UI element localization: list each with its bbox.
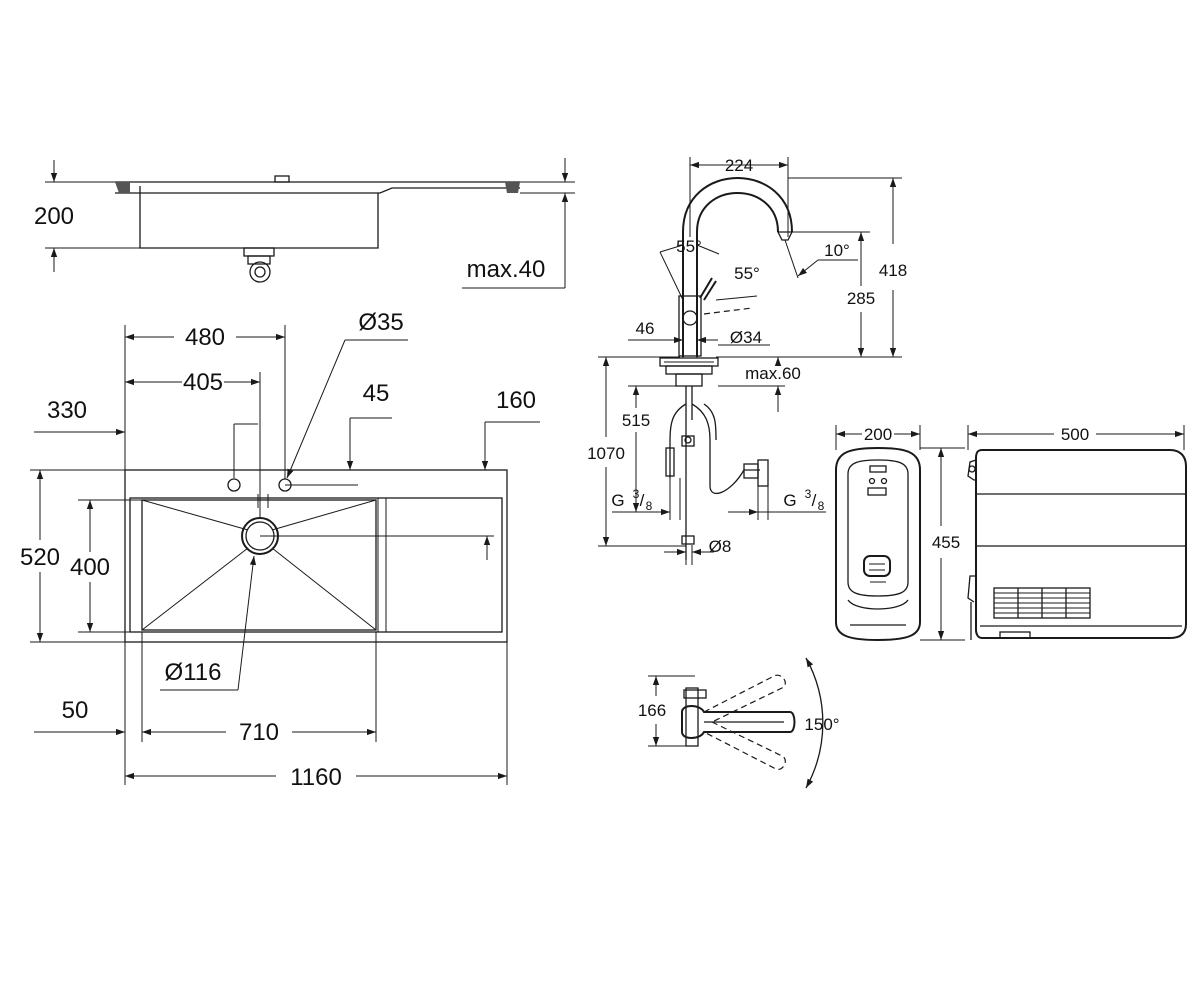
front-margin-label: 50 <box>62 697 89 724</box>
thread-right-num: 3 <box>805 487 812 501</box>
boiler-depth-label: 500 <box>1061 425 1089 444</box>
sink-depth-label: 200 <box>34 203 74 230</box>
thread-left-label: G <box>611 491 624 510</box>
lever-offset-label: 166 <box>638 701 666 720</box>
bowl-depth-label: 400 <box>70 554 110 581</box>
tap-hole-diameter-label: Ø35 <box>358 309 403 336</box>
thread-left-slash: / <box>640 491 645 510</box>
boiler-front-view: 200 455 <box>835 425 965 642</box>
boiler-side-body <box>967 449 1187 640</box>
bowl-width-label: 710 <box>239 719 279 746</box>
pipe-diameter-label: Ø8 <box>709 537 732 556</box>
base-width-label: 46 <box>636 319 655 338</box>
max-deck-label: max.60 <box>745 364 801 383</box>
swivel-angle-label: 150° <box>804 715 839 734</box>
total-depth-label: 520 <box>20 544 60 571</box>
angle-1-label: 55° <box>676 237 702 256</box>
faucet-top-view: 166 150° <box>638 657 840 789</box>
faucet-body <box>659 177 799 357</box>
right-margin-label: 160 <box>496 387 536 414</box>
angle-3-label: 10° <box>824 241 850 260</box>
sink-side-view: 200 max.40 <box>34 158 575 289</box>
max-thickness-label: max.40 <box>467 256 546 283</box>
spout-reach-label: 224 <box>725 156 753 175</box>
angle-2-label: 55° <box>734 264 760 283</box>
thread-right-slash: / <box>812 491 817 510</box>
boiler-display-icon <box>863 555 891 577</box>
secondary-hole-offset-label: 405 <box>183 369 223 396</box>
under-deck-length-label: 515 <box>622 411 650 430</box>
base-diameter-label: Ø34 <box>730 328 762 347</box>
sink-bowl <box>141 499 377 631</box>
boiler-body <box>835 446 921 642</box>
boiler-vent-grille <box>993 587 1091 619</box>
total-height-label: 418 <box>879 261 907 280</box>
boiler-side-view: 500 <box>967 425 1187 640</box>
left-margin-label: 330 <box>47 397 87 424</box>
sink-drain-trap <box>243 247 275 283</box>
thread-right-den: 8 <box>818 499 825 513</box>
tap-hole-offset-label: 480 <box>185 324 225 351</box>
boiler-height-label: 455 <box>932 533 960 552</box>
hole-spacing-label: 45 <box>363 380 390 407</box>
hose-length-label: 1070 <box>587 444 625 463</box>
supply-hoses <box>665 386 769 560</box>
faucet-front-view: 224 418 285 55° 55° 10° 46 Ø34 max.60 <box>587 156 907 565</box>
tap-hole-left <box>227 478 241 492</box>
deck-mount <box>659 357 719 387</box>
sink-top-view: 480 405 Ø35 330 45 160 520 400 Ø116 <box>20 309 540 791</box>
thread-left-den: 8 <box>646 499 653 513</box>
drain-diameter-label: Ø116 <box>165 659 222 686</box>
thread-left-num: 3 <box>633 487 640 501</box>
total-width-label: 1160 <box>290 764 342 791</box>
boiler-width-label: 200 <box>864 425 892 444</box>
spout-height-label: 285 <box>847 289 875 308</box>
thread-right-label: G <box>783 491 796 510</box>
